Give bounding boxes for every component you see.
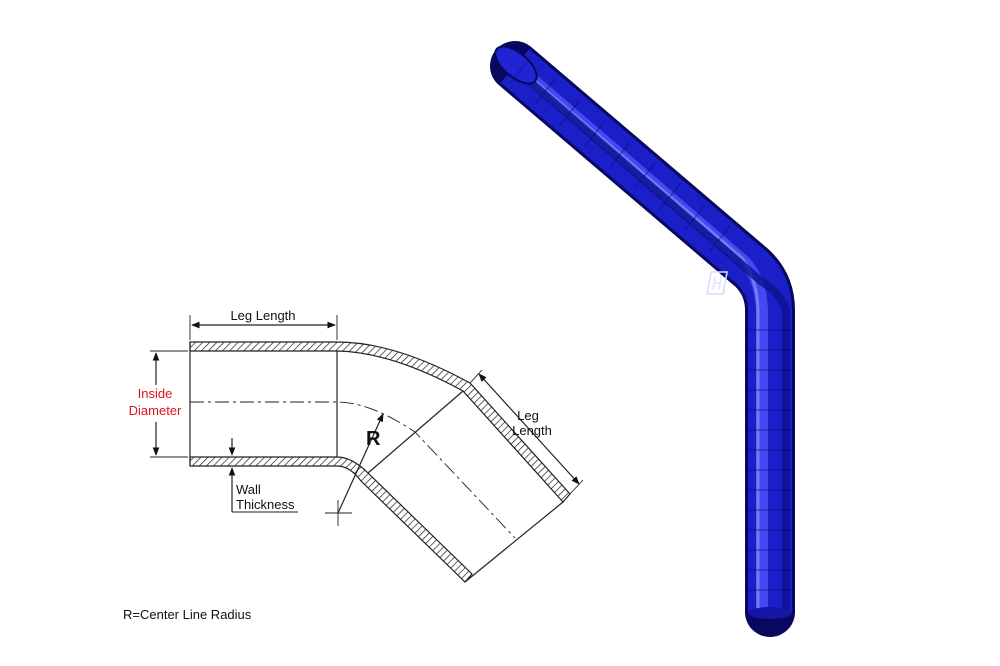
wall-thickness-label-1: Wall (236, 482, 261, 497)
side-leg-label-2: Length (512, 423, 552, 438)
top-leg-label: Leg Length (230, 308, 295, 323)
side-leg-label-1: Leg (517, 408, 539, 423)
hps-logo-icon (706, 271, 728, 295)
footnote: R=Center Line Radius (123, 607, 252, 622)
centerline (190, 401, 516, 539)
blue-silicone-hose (490, 41, 795, 637)
inside-diameter-label-2: Diameter (129, 403, 182, 418)
side-leg-dimension (478, 373, 580, 485)
wall-thickness-label-2: Thickness (236, 497, 295, 512)
elbow-diagram (150, 315, 584, 583)
inside-diameter-label-1: Inside (138, 386, 173, 401)
radius-label: R (366, 428, 381, 450)
radius-arrow (337, 413, 384, 514)
